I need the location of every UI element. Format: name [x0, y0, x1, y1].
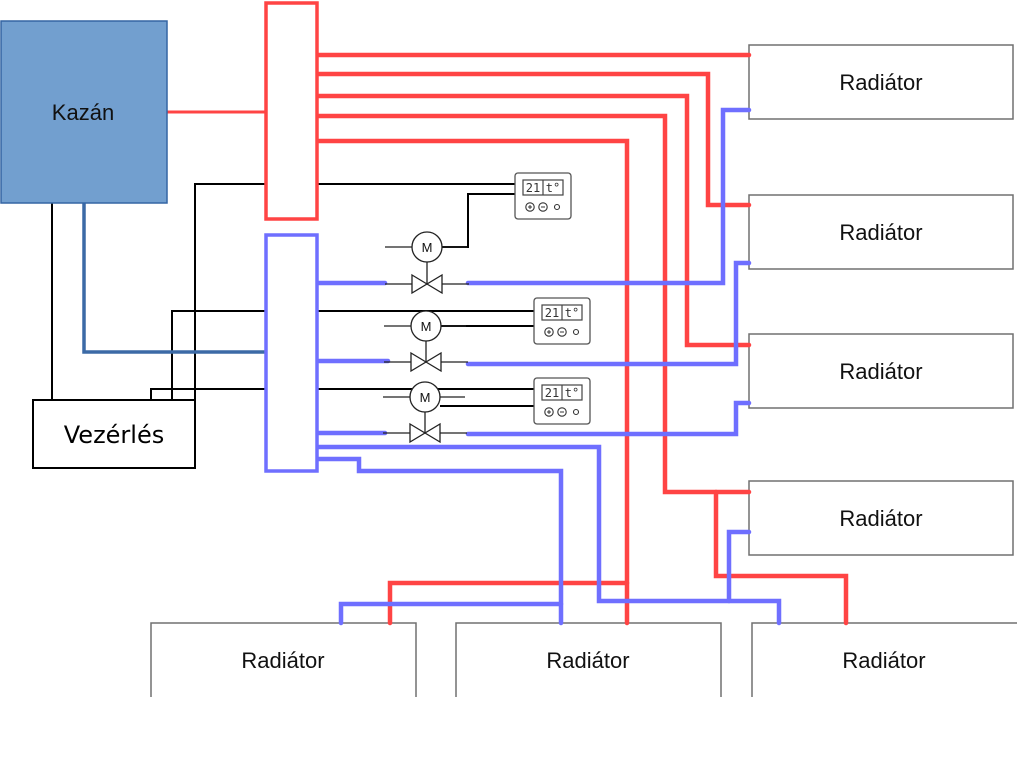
minus-button-icon[interactable] [538, 202, 548, 212]
return-pipes [315, 107, 782, 626]
radiator-label: Radiátor [839, 70, 922, 95]
thermostat-unit: t° [565, 306, 579, 320]
motor-icon [410, 310, 442, 342]
supply-manifold[interactable] [264, 1, 319, 221]
motor-icon [409, 381, 441, 413]
wire [194, 183, 515, 400]
radiator-label: Radiátor [839, 359, 922, 384]
controller[interactable]: Vezérlés [32, 399, 196, 469]
thermostat-unit: t° [546, 181, 560, 195]
thermostat-temp: 21 [545, 306, 559, 320]
motor-label: M [420, 390, 431, 405]
thermostat[interactable]: 21 t° [533, 377, 591, 425]
motorized-valve[interactable]: M [385, 231, 469, 295]
power-button-icon[interactable] [553, 203, 561, 211]
supply-pipe [315, 138, 630, 626]
thermostat-temp: 21 [545, 386, 559, 400]
return-pipe [465, 260, 752, 367]
return-pipe [726, 529, 752, 604]
radiator-label: Radiátor [842, 648, 925, 673]
supply-pipe [315, 93, 752, 348]
boiler-return-pipe [82, 201, 267, 354]
return-manifold[interactable] [264, 233, 319, 473]
radiator[interactable]: Radiátor [748, 44, 1014, 120]
return-pipe [465, 107, 752, 286]
power-button-icon[interactable] [572, 408, 580, 416]
wire [171, 310, 534, 400]
radiator[interactable]: Radiátor [748, 194, 1014, 270]
radiator-label: Radiátor [546, 648, 629, 673]
return-pipe [465, 400, 752, 437]
radiator[interactable]: Radiátor [748, 333, 1014, 409]
return-pipe [315, 444, 782, 626]
plus-button-icon[interactable] [544, 327, 554, 337]
minus-button-icon[interactable] [557, 327, 567, 337]
plus-button-icon[interactable] [544, 407, 554, 417]
boiler-label: Kazán [52, 100, 114, 125]
supply-pipe [315, 113, 752, 495]
radiator[interactable]: Radiátor [748, 480, 1014, 556]
radiator-label: Radiátor [839, 506, 922, 531]
thermostat[interactable]: 21 t° [533, 297, 591, 345]
minus-button-icon[interactable] [557, 407, 567, 417]
radiator[interactable]: Radiátor [150, 622, 417, 697]
motorized-valve[interactable]: M [383, 381, 467, 444]
return-pipe [338, 601, 564, 626]
thermostat[interactable]: 21 t° [514, 172, 572, 220]
wire [150, 388, 534, 400]
supply-pipe [713, 489, 849, 626]
return-pipe [315, 456, 564, 626]
control-wires [51, 183, 534, 407]
motor-icon [411, 231, 443, 263]
radiator[interactable]: Radiátor [455, 622, 722, 697]
boiler[interactable]: Kazán [0, 20, 168, 204]
wire [440, 193, 515, 248]
supply-pipe [315, 71, 752, 208]
power-button-icon[interactable] [572, 328, 580, 336]
motor-label: M [421, 319, 432, 334]
radiator-label: Radiátor [839, 220, 922, 245]
controller-label: Vezérlés [64, 421, 165, 449]
supply-pipe [387, 580, 630, 626]
motorized-valve[interactable]: M [384, 310, 468, 373]
supply-pipes [165, 52, 849, 626]
thermostat-unit: t° [565, 386, 579, 400]
radiator[interactable]: Radiátor [751, 622, 1017, 697]
radiator-label: Radiátor [241, 648, 324, 673]
plus-button-icon[interactable] [525, 202, 535, 212]
motor-label: M [422, 240, 433, 255]
thermostat-temp: 21 [526, 181, 540, 195]
